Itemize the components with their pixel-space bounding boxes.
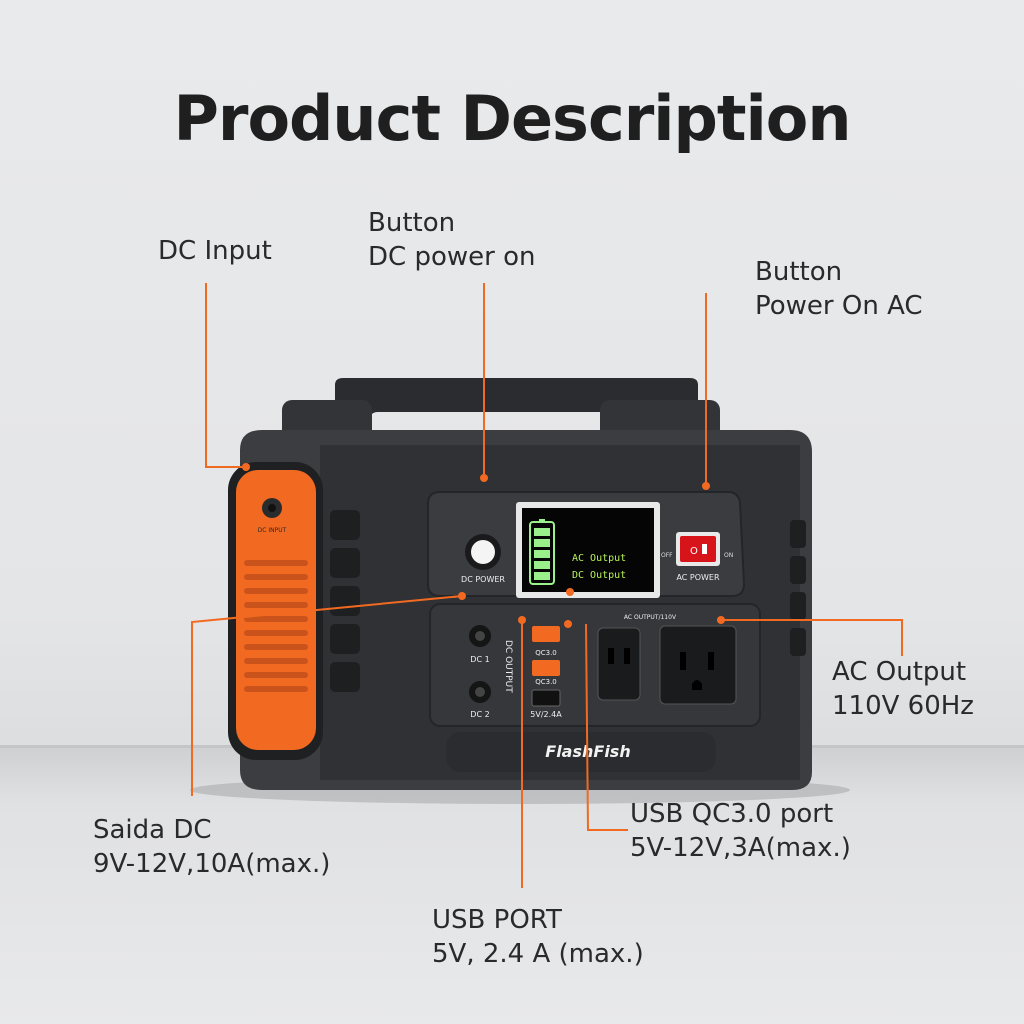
- callout-dc-button: Button DC power on: [368, 206, 535, 274]
- callout-dots: [242, 463, 725, 628]
- callout-dc-input: DC Input: [158, 234, 272, 268]
- usb-port: [531, 689, 561, 707]
- callout-usb-port: USB PORT 5V, 2.4 A (max.): [432, 903, 644, 971]
- screen-ac-output: AC Output: [572, 553, 626, 564]
- screen-dc-output: DC Output: [572, 570, 626, 581]
- dc-power-button: [471, 540, 495, 564]
- callout-saida-dc: Saida DC 9V-12V,10A(max.): [93, 813, 330, 881]
- callout-usb-qc-line2: 5V-12V,3A(max.): [630, 833, 851, 863]
- ac-output-text: AC OUTPUT/110V: [624, 614, 677, 621]
- battery-icon: [529, 519, 555, 585]
- callout-dc-button-line2: DC power on: [368, 242, 536, 272]
- usb-text: 5V/2.4A: [530, 710, 562, 719]
- dc-power-text: DC POWER: [461, 575, 505, 584]
- switch-on-text: ON: [724, 552, 733, 559]
- orange-side-panel: [236, 470, 316, 750]
- callout-ac-output-line1: AC Output: [832, 657, 967, 687]
- dc1-text: DC 1: [470, 655, 489, 664]
- callout-usb-qc-line1: USB QC3.0 port: [630, 799, 834, 829]
- callout-usb-port-line2: 5V, 2.4 A (max.): [432, 939, 644, 969]
- callout-saida-dc-line1: Saida DC: [93, 815, 212, 845]
- callout-ac-button-line1: Button: [755, 257, 843, 287]
- qc2-text: QC3.0: [535, 678, 557, 686]
- dc2-text: DC 2: [470, 710, 489, 719]
- qc-port-1: [532, 626, 560, 642]
- shelf-surface: [0, 748, 1024, 1024]
- callout-ac-output-line2: 110V 60Hz: [832, 691, 974, 721]
- switch-o: O: [690, 546, 698, 557]
- callout-ac-button: Button Power On AC: [755, 255, 923, 323]
- callout-lines: [191, 283, 903, 888]
- ac-outlet-2: [659, 625, 737, 705]
- callout-dc-button-line1: Button: [368, 208, 456, 238]
- ac-power-text: AC POWER: [676, 573, 720, 582]
- page-title: Product Description: [173, 82, 851, 155]
- callout-dc-input-line1: DC Input: [158, 236, 272, 266]
- qc-port-2: [532, 660, 560, 676]
- dc-input-text: DC INPUT: [258, 527, 287, 534]
- ac-power-switch: [680, 536, 716, 562]
- callout-saida-dc-line2: 9V-12V,10A(max.): [93, 849, 331, 879]
- callout-usb-port-line1: USB PORT: [432, 905, 562, 935]
- switch-off-text: OFF: [661, 552, 673, 559]
- dc-output-text: DC OUTPUT: [503, 640, 513, 693]
- callout-ac-output: AC Output 110V 60Hz: [832, 655, 974, 723]
- side-vents: [244, 560, 308, 692]
- callout-ac-button-line2: Power On AC: [755, 291, 923, 321]
- ac-outlet-1: [597, 627, 641, 701]
- qc1-text: QC3.0: [535, 649, 557, 657]
- callout-usb-qc: USB QC3.0 port 5V-12V,3A(max.): [630, 797, 851, 865]
- brand-bar: [446, 732, 716, 772]
